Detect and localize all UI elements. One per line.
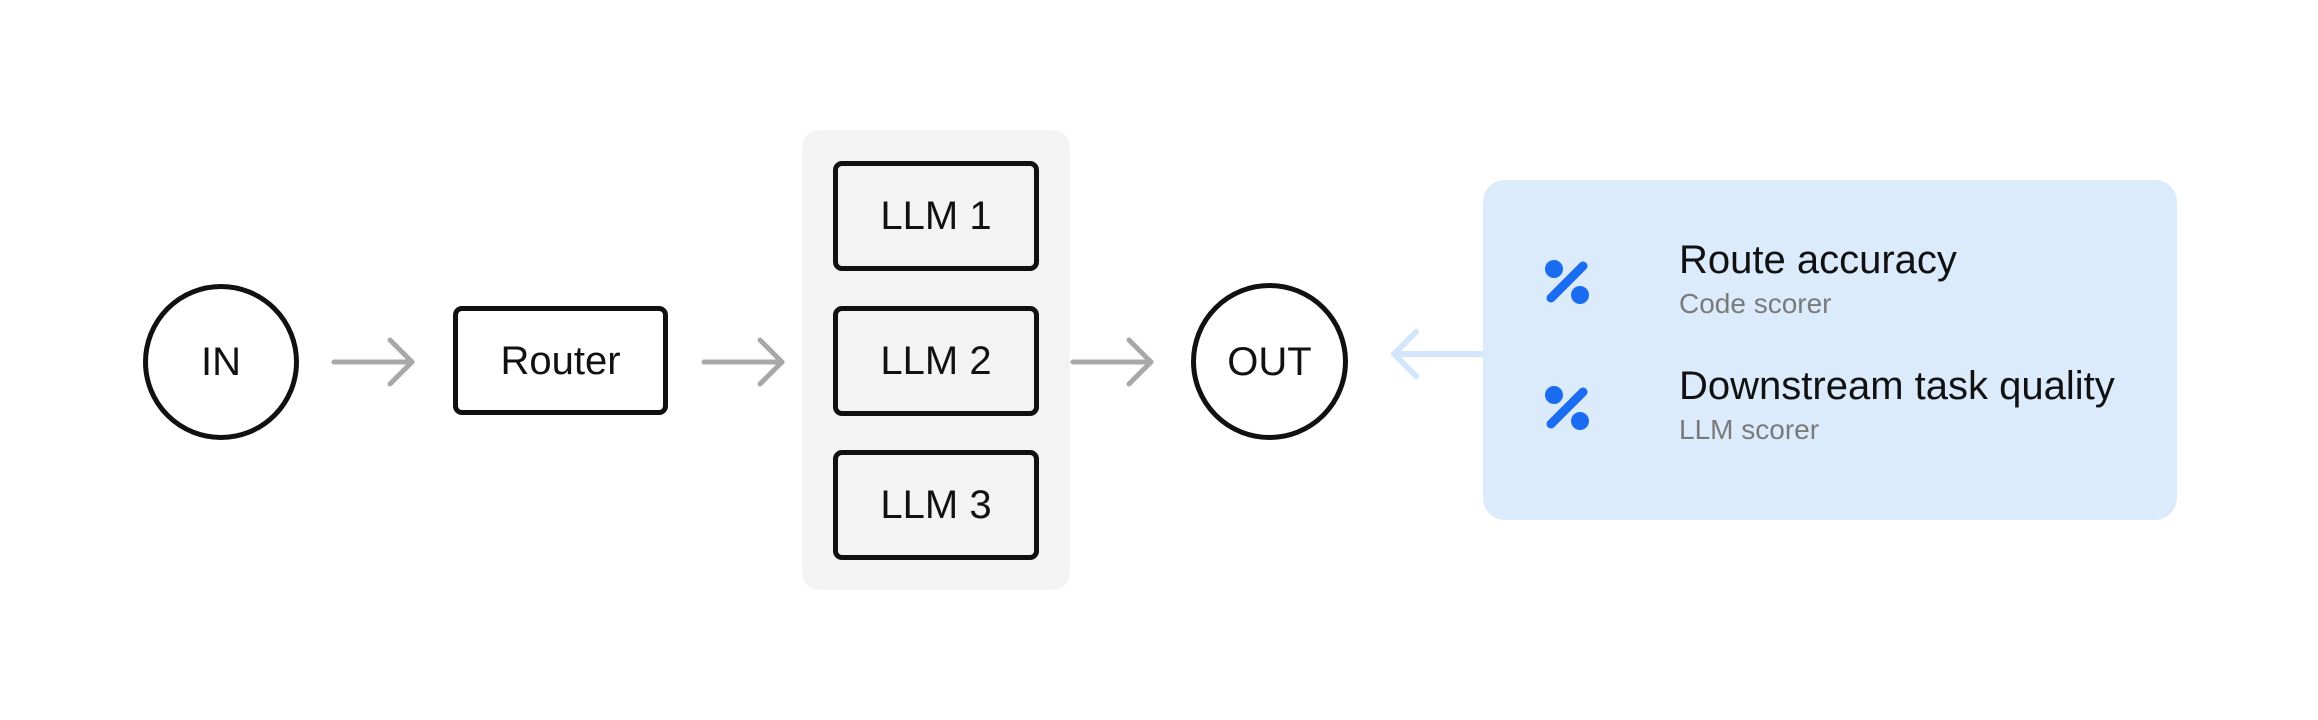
arrow-router-to-llms xyxy=(701,337,785,387)
router-node: Router xyxy=(453,306,668,415)
percent-icon xyxy=(1545,386,1589,430)
scorer-subtitle: LLM scorer xyxy=(1679,414,1820,445)
arrow-llms-to-output xyxy=(1070,337,1154,387)
llm-node-2: LLM 2 xyxy=(833,306,1039,416)
percent-icon xyxy=(1545,260,1589,304)
output-node: OUT xyxy=(1191,283,1348,440)
scorer-panel: Route accuracy Code scorer Downstream ta… xyxy=(1483,180,2177,520)
arrow-in-to-router xyxy=(331,337,415,387)
scorer-subtitle: Code scorer xyxy=(1679,288,1832,319)
llm-node-3: LLM 3 xyxy=(833,450,1039,560)
scorer-title: Downstream task quality xyxy=(1679,364,2115,408)
llm-node-1: LLM 1 xyxy=(833,161,1039,271)
scorer-title: Route accuracy xyxy=(1679,238,1957,282)
arrow-feedback-to-output xyxy=(1391,329,1491,379)
input-node: IN xyxy=(143,284,299,440)
